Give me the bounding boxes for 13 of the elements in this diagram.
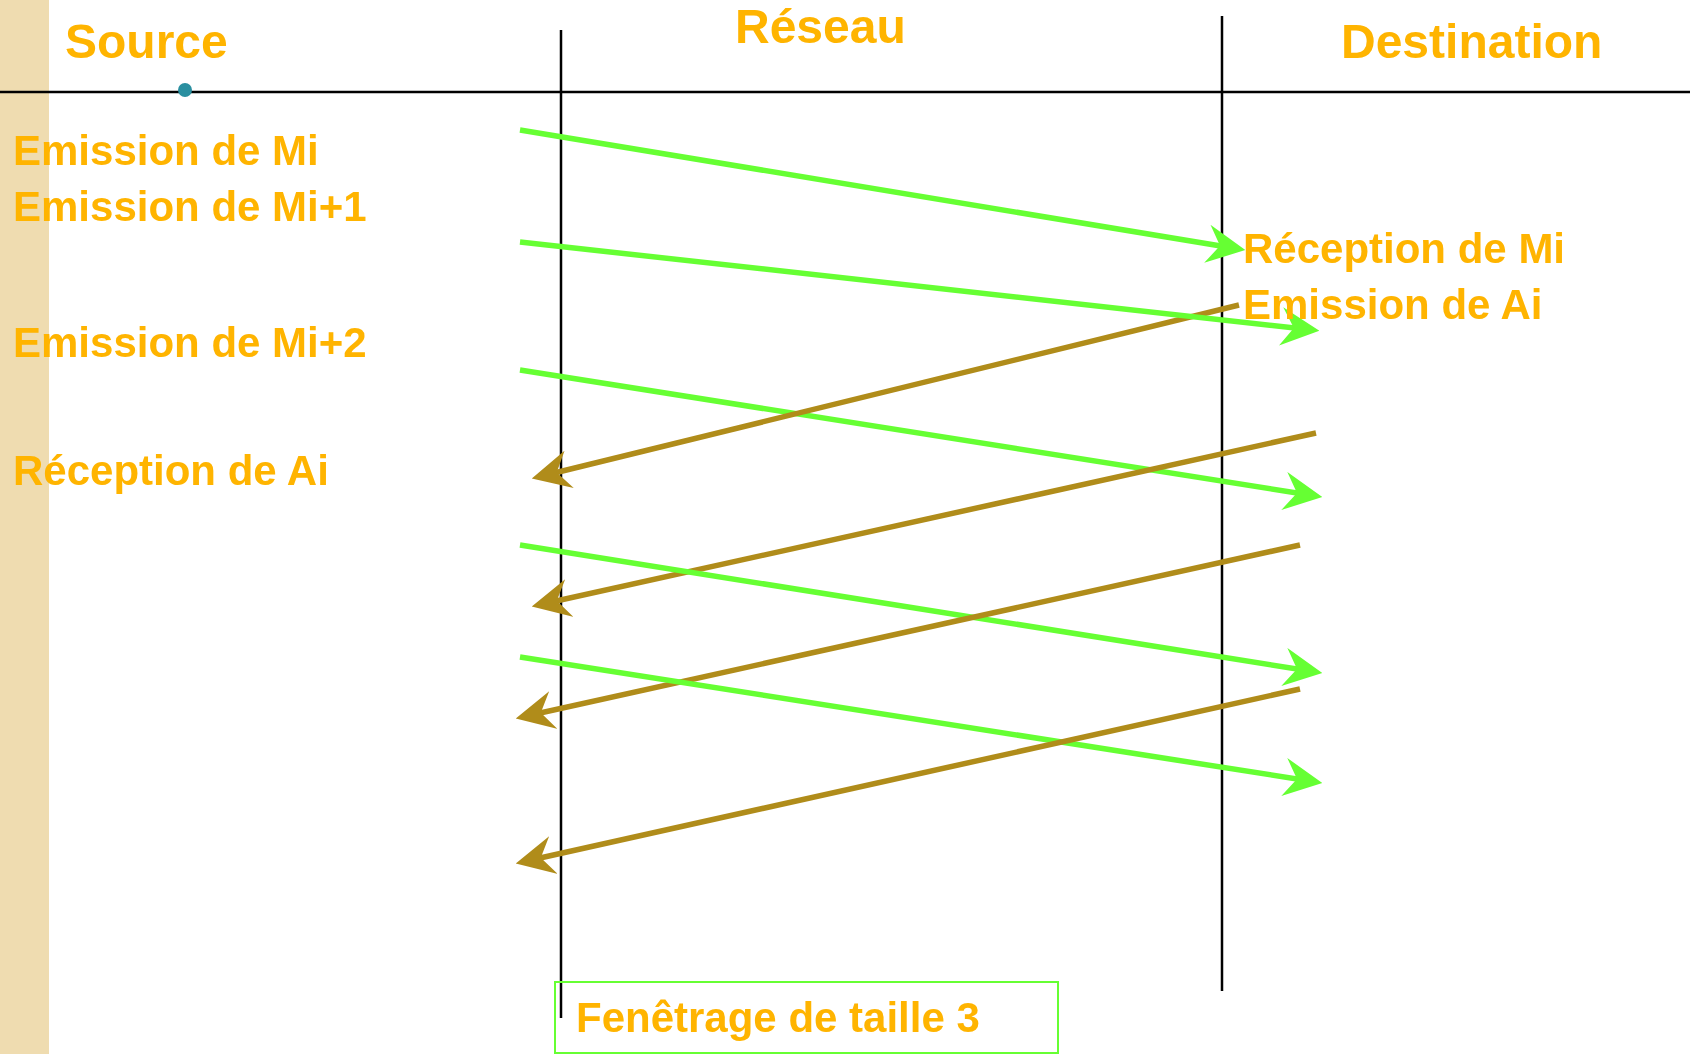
event-label: Emission de Mi+1 xyxy=(13,186,367,228)
lane-header: Réseau xyxy=(735,3,906,51)
message-arrow xyxy=(519,127,1246,263)
event-label: Réception de Mi xyxy=(1243,228,1566,270)
event-label: Emission de Ai xyxy=(1243,284,1543,326)
message-arrow xyxy=(531,302,1240,489)
event-label: Emission de Mi xyxy=(13,130,319,172)
caption-box: Fenêtrage de taille 3 xyxy=(554,981,1059,1054)
lane-header: Destination xyxy=(1341,18,1603,66)
message-arrow xyxy=(519,239,1320,346)
event-label: Réception de Ai xyxy=(13,450,329,492)
lane-header: Source xyxy=(65,18,228,66)
event-label: Emission de Mi+2 xyxy=(13,322,367,364)
